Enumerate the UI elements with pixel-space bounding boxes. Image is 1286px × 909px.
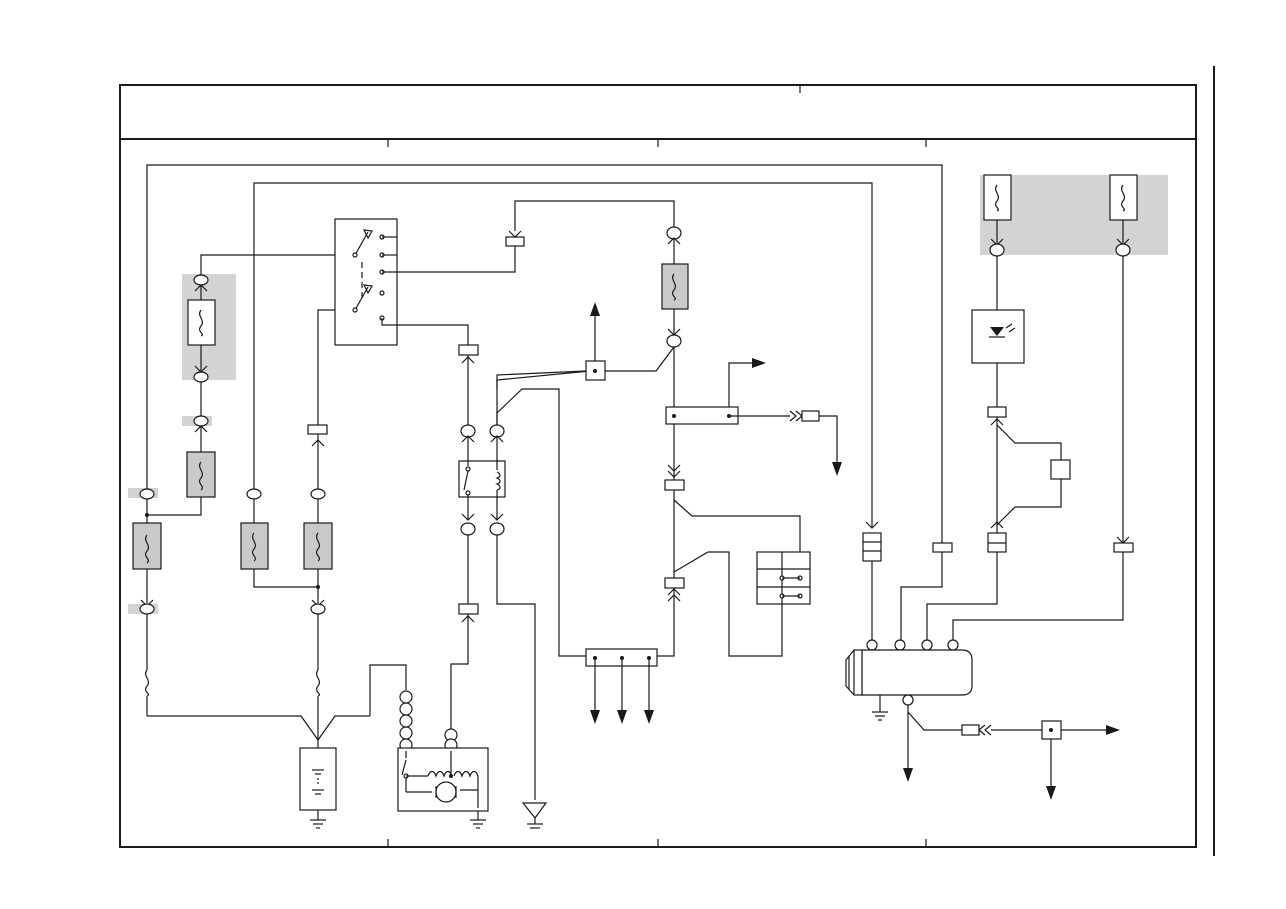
center-right-chain — [657, 347, 842, 657]
top-routing-wires — [146, 164, 943, 543]
led-indicator — [971, 309, 1071, 553]
battery — [147, 664, 407, 829]
drawing-frame — [119, 66, 1215, 856]
fuse-box-mid-a — [240, 522, 269, 570]
left-upper-fuse-chain — [186, 254, 355, 498]
fuse-box-left — [132, 522, 162, 570]
right-fuses — [983, 174, 1138, 543]
top-connector — [505, 200, 689, 348]
engine-control-module — [845, 552, 1124, 800]
left-fuse-chain — [132, 488, 202, 716]
shaded-regions — [128, 175, 1168, 614]
middle-left-fuse-chain — [240, 309, 355, 716]
ignition-switch — [334, 218, 516, 346]
chassis-ground — [521, 802, 548, 829]
relay — [450, 344, 591, 800]
bottom-splice — [585, 648, 658, 724]
fuse-box-mid-b — [303, 522, 333, 570]
switch-block — [756, 551, 811, 605]
junction-center — [496, 302, 675, 389]
starter-motor — [397, 690, 489, 829]
fuse-box-left-upper — [186, 451, 216, 498]
fuse-box-shaded — [187, 299, 216, 346]
